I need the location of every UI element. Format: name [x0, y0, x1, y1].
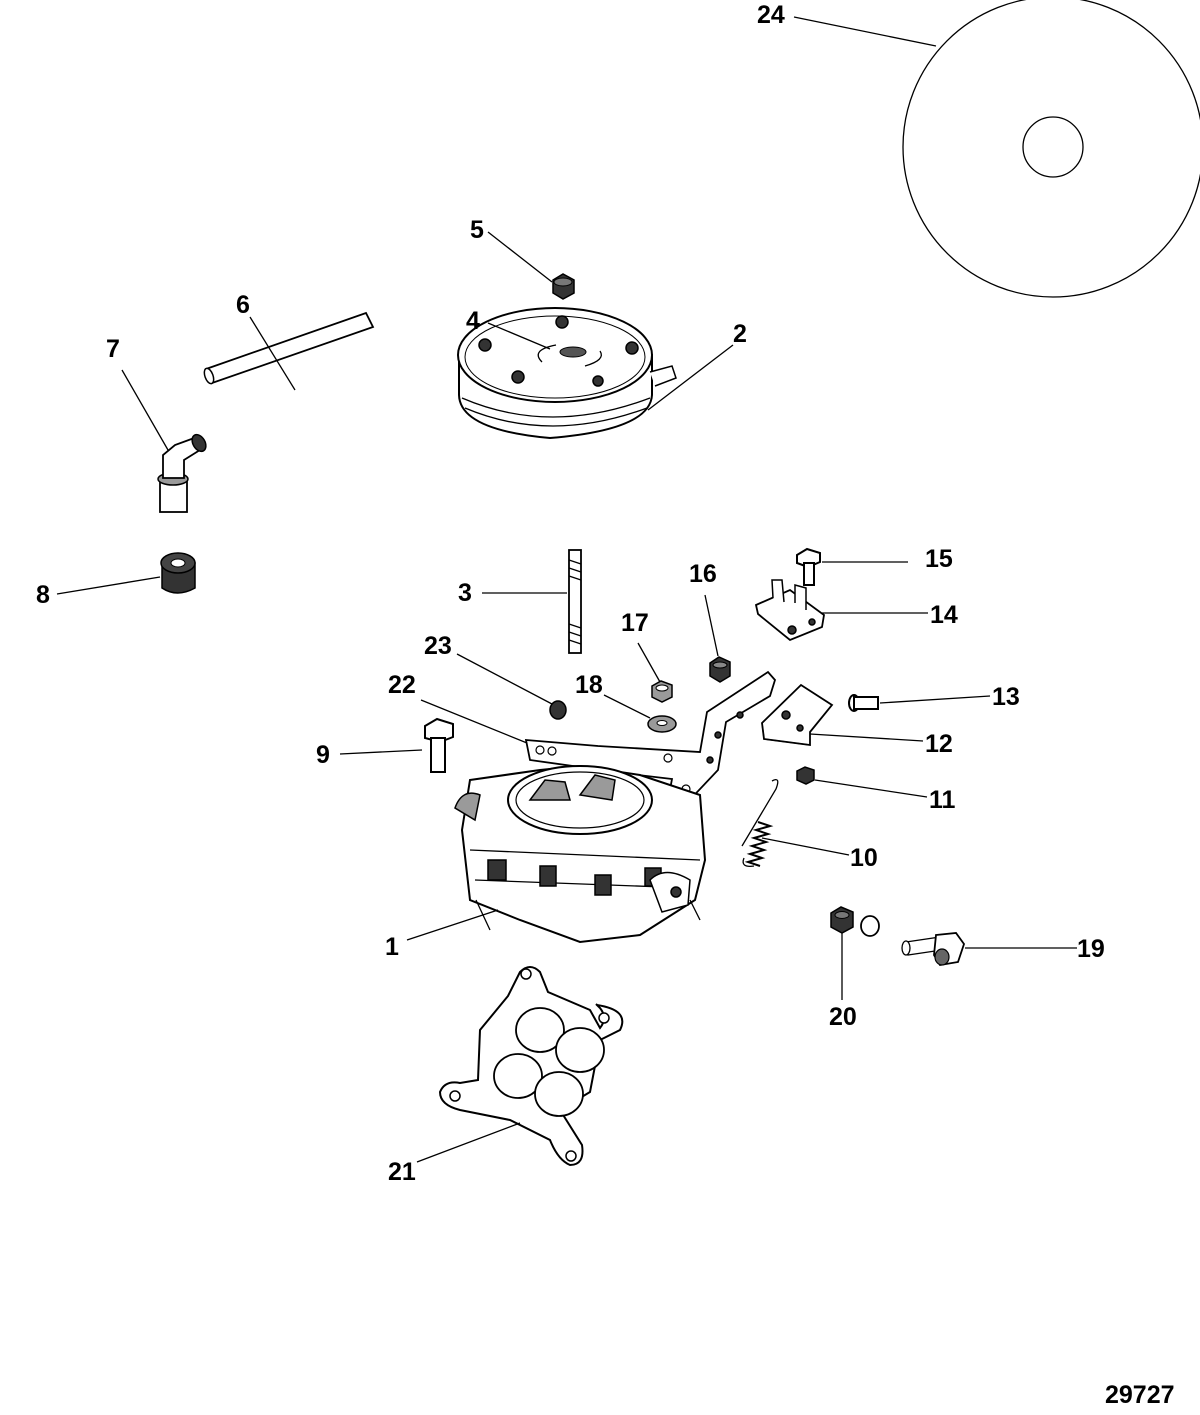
figure-number: 29727 — [1105, 1381, 1175, 1409]
callout-22: 22 — [388, 671, 416, 699]
part-19-fitting — [901, 932, 966, 966]
callout-6: 6 — [236, 291, 250, 319]
callout-labels: 1 2 3 4 5 6 7 8 9 10 11 12 13 14 15 16 1… — [36, 1, 1105, 1186]
part-21-gasket — [438, 966, 624, 1167]
callout-16: 16 — [689, 560, 717, 588]
callout-7: 7 — [106, 335, 120, 363]
callout-3: 3 — [458, 579, 472, 607]
part-7-elbow — [157, 433, 207, 513]
part-5-nut — [552, 273, 575, 300]
part-1-carburetor — [454, 764, 707, 944]
callout-21: 21 — [388, 1158, 416, 1186]
part-18-washer — [647, 715, 677, 733]
callout-8: 8 — [36, 581, 50, 609]
callout-4: 4 — [466, 307, 480, 335]
lock-washer — [860, 915, 880, 937]
part-20-nut — [830, 906, 854, 934]
callout-15: 15 — [925, 545, 953, 573]
part-23-cap — [549, 700, 567, 720]
leader-lines — [56, 16, 1077, 1163]
callout-18: 18 — [575, 671, 603, 699]
callout-11: 11 — [929, 786, 956, 814]
part-24-disc — [902, 0, 1200, 298]
callout-9: 9 — [316, 741, 330, 769]
part-3-stud — [568, 549, 582, 654]
callout-24: 24 — [757, 1, 785, 29]
callout-5: 5 — [470, 216, 484, 244]
callout-13: 13 — [992, 683, 1020, 711]
part-17-nut — [651, 680, 673, 703]
part-2-air-cleaner — [457, 307, 677, 440]
part-10-spring — [741, 778, 779, 867]
part-11-nut — [796, 766, 815, 785]
callout-2: 2 — [733, 320, 747, 348]
part-16-nut — [709, 656, 731, 683]
part-8-grommet — [160, 552, 196, 594]
part-14-bracket — [754, 579, 825, 642]
part-15-bolt — [796, 547, 821, 586]
callout-19: 19 — [1077, 935, 1105, 963]
part-9-bolt — [424, 717, 454, 773]
callout-20: 20 — [829, 1003, 857, 1031]
callout-14: 14 — [930, 601, 958, 629]
callout-17: 17 — [621, 609, 649, 637]
part-13-screw — [848, 694, 879, 712]
callout-1: 1 — [385, 933, 399, 961]
part-6-tube — [203, 311, 375, 385]
callout-10: 10 — [850, 844, 878, 872]
callout-23: 23 — [424, 632, 452, 660]
callout-12: 12 — [925, 730, 953, 758]
part-12-bracket — [761, 683, 834, 747]
